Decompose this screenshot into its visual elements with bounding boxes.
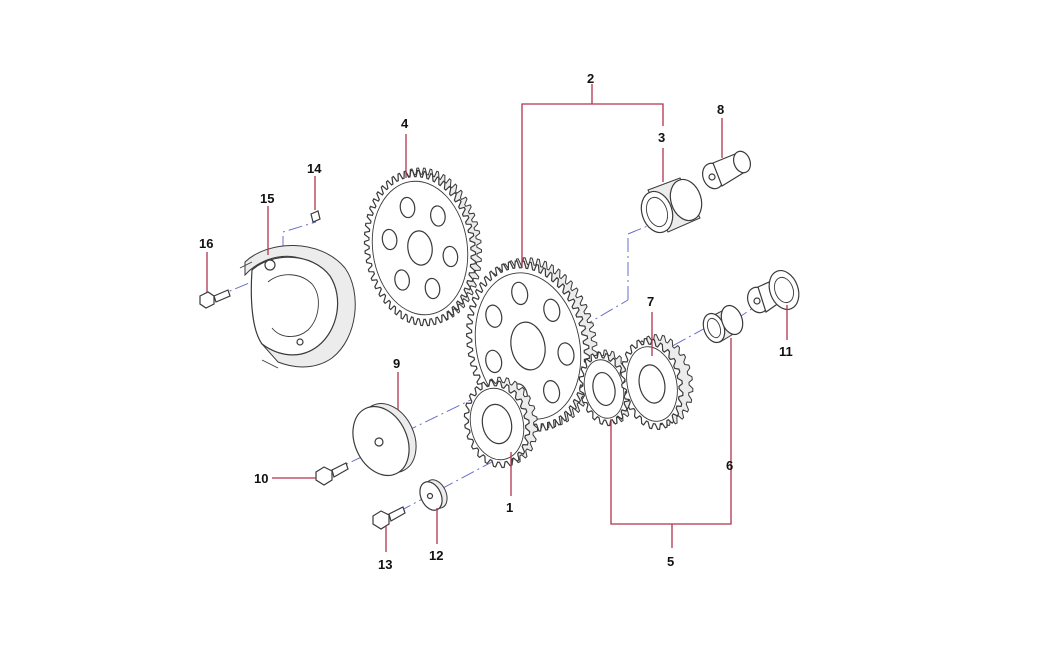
gear1-gear-rim [469, 387, 525, 461]
shaft-fitting-8-part [702, 150, 752, 190]
thrust-washer-9-part [352, 403, 417, 477]
cover-housing-part [239, 245, 356, 369]
callout-7: 7 [647, 294, 654, 309]
callout-1: 1 [506, 500, 513, 515]
callout-11: 11 [779, 344, 793, 359]
callout-3: 3 [658, 130, 665, 145]
callout-2: 2 [587, 71, 594, 86]
bushing-6-part [702, 304, 744, 344]
callout-5: 5 [667, 554, 674, 569]
gear4-gear-hole [381, 228, 398, 251]
stub-shaft-11-part [747, 270, 800, 314]
gear4-gear-hole [399, 196, 416, 219]
leader-lines [206, 84, 788, 552]
gear2-gear-rim [474, 272, 582, 420]
gear2-gear-hole [485, 349, 503, 374]
gear5a-gear-hub [592, 371, 616, 407]
gear4-gear-rim [371, 180, 469, 316]
hex-bolt-13-part [372, 506, 406, 530]
hex-bolt-16-part [199, 289, 231, 309]
gear2-gear-hole [511, 281, 529, 306]
gear4-gear-hole [424, 277, 441, 300]
double-gear-front-part [578, 349, 636, 427]
callout-4: 4 [401, 116, 409, 131]
callout-12: 12 [429, 548, 443, 563]
large-gear-part [363, 167, 482, 327]
small-gear-part [463, 376, 539, 469]
callout-9: 9 [393, 356, 400, 371]
gear1-gear-hub [481, 403, 513, 445]
callout-14: 14 [307, 161, 322, 176]
gear4-gear-hole [394, 269, 410, 291]
gear4-gear-hole [430, 205, 446, 227]
gear7-gear-hub [638, 364, 666, 404]
small-washer-12-part [419, 479, 448, 511]
callout-10: 10 [254, 471, 268, 486]
callout-labels: 1 2 3 4 5 6 7 8 9 10 11 12 13 14 15 16 [199, 71, 793, 572]
gear2-gear-hole [543, 380, 561, 404]
gear2-gear-hole [543, 298, 561, 322]
bushing-3-part [640, 177, 703, 234]
hex-bolt-10-part [315, 462, 349, 486]
callout-8: 8 [717, 102, 724, 117]
callout-16: 16 [199, 236, 213, 251]
dowel-pin-part [310, 210, 321, 223]
gear2-gear-hole [557, 342, 575, 366]
callout-6: 6 [726, 458, 733, 473]
gear2-gear-hub [510, 321, 546, 371]
callout-13: 13 [378, 557, 392, 572]
gear2-gear-hole [485, 304, 503, 328]
callout-15: 15 [260, 191, 274, 206]
gear7-gear-rim [626, 346, 678, 422]
gear4-gear-hub [407, 230, 433, 266]
double-gear-rear-part [620, 334, 694, 431]
gear4-gear-hole [442, 245, 459, 268]
